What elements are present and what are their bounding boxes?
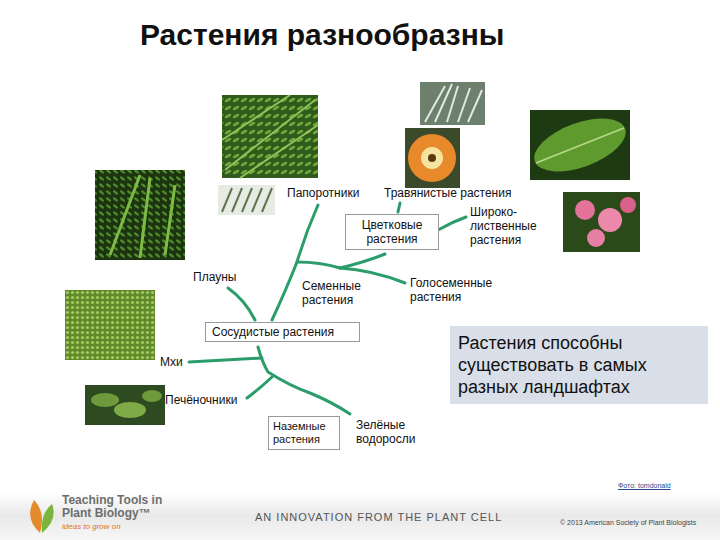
footer-text: AN INNOVATION FROM THE PLANT CELL xyxy=(255,511,502,524)
clade-box: Цветковые растения xyxy=(345,214,439,250)
clade-label: Плауны xyxy=(193,270,236,284)
clade-label: Зелёные водоросли xyxy=(356,418,436,446)
leaf-photo xyxy=(527,108,632,182)
node-text: Цветковые растения xyxy=(352,218,432,246)
logo-tagline: ideas to grow on xyxy=(62,522,121,532)
clade-label: Травянистые растения xyxy=(384,186,511,200)
clade-box: Сосудистые растения xyxy=(205,322,360,342)
node-text: Сосудистые растения xyxy=(212,325,353,339)
clade-label: Семенные растения xyxy=(302,279,377,307)
clade-label: Широко- лиственные растения xyxy=(470,205,550,247)
flower-photo xyxy=(405,128,460,188)
grass-photo xyxy=(420,82,485,125)
liverwort-photo xyxy=(85,385,165,425)
fern-frond-photo xyxy=(218,185,275,215)
moss-photo xyxy=(65,290,155,360)
callout-box: Растения способны существовать в самых р… xyxy=(450,326,708,404)
clade-label: Голосеменные растения xyxy=(410,276,510,304)
tree-branch xyxy=(189,203,466,414)
footer-band xyxy=(0,492,720,540)
clade-label: Мхи xyxy=(160,355,183,369)
slide-title: Растения разнообразны xyxy=(140,18,504,52)
clade-label: Папоротники xyxy=(287,186,359,200)
copyright: © 2013 American Society of Plant Biologi… xyxy=(560,518,696,527)
logo-icon xyxy=(30,500,53,533)
clubmoss-photo xyxy=(95,170,185,260)
photo-credit: Фото: tomdonald xyxy=(618,481,671,490)
node-text: Наземные растения xyxy=(273,420,335,446)
node-text: Растения способны существовать в самых р… xyxy=(458,332,700,398)
logo-text: Teaching Tools in Plant Biology™ xyxy=(62,494,187,520)
clade-label: Печёночники xyxy=(165,393,237,407)
clade-box: Наземные растения xyxy=(268,416,340,450)
pink-flowers-photo xyxy=(563,192,640,252)
fern-photo xyxy=(222,95,318,178)
